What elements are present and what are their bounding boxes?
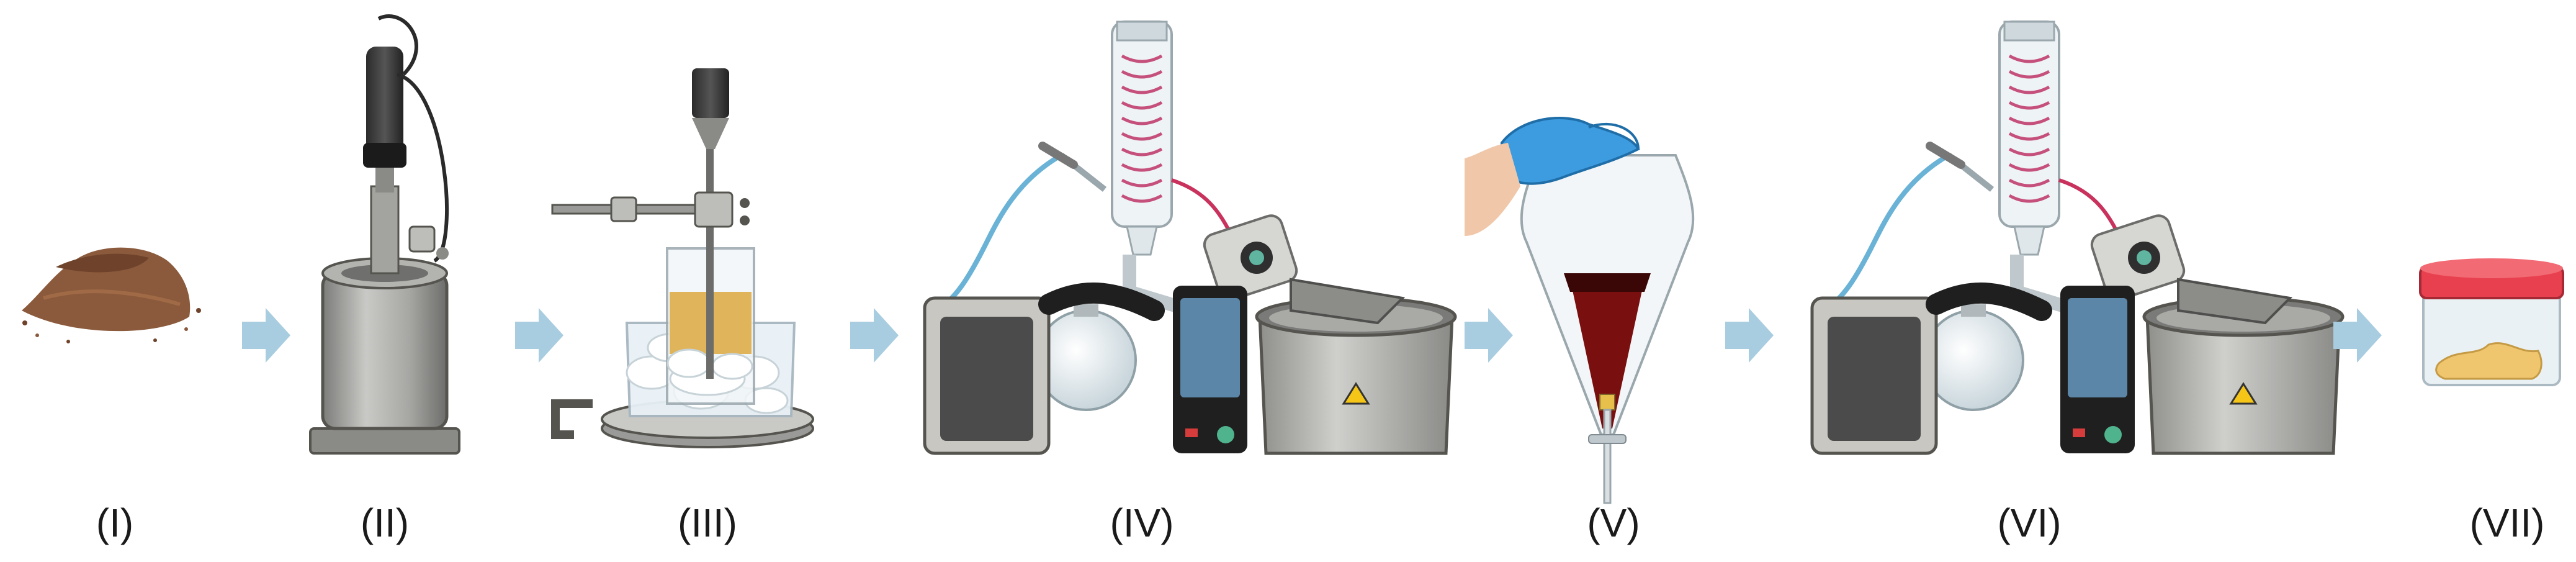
rotary-evaporator-icon [925,22,1455,453]
sample-jar-icon [2419,258,2564,386]
step-label-1: (I) [96,501,134,545]
ice-bath-stirrer-icon [551,68,814,448]
step-label-6: (VI) [1997,501,2062,545]
arrow-icon [242,308,290,363]
homogenizer-icon [309,14,460,455]
arrow-icon [1465,308,1513,363]
step-label-4: (IV) [1110,501,1174,545]
separatory-funnel-icon [1465,117,1695,504]
step-label-3: (III) [678,501,737,545]
rotary-evaporator-icon [1812,22,2343,453]
arrow-icon [515,308,563,363]
arrow-icon [1725,308,1774,363]
step-label-5: (V) [1587,501,1640,545]
step-label-2: (II) [360,501,410,545]
step-label-7: (VII) [2469,501,2545,545]
arrow-icon [850,308,899,363]
powder-pile-icon [22,247,201,343]
